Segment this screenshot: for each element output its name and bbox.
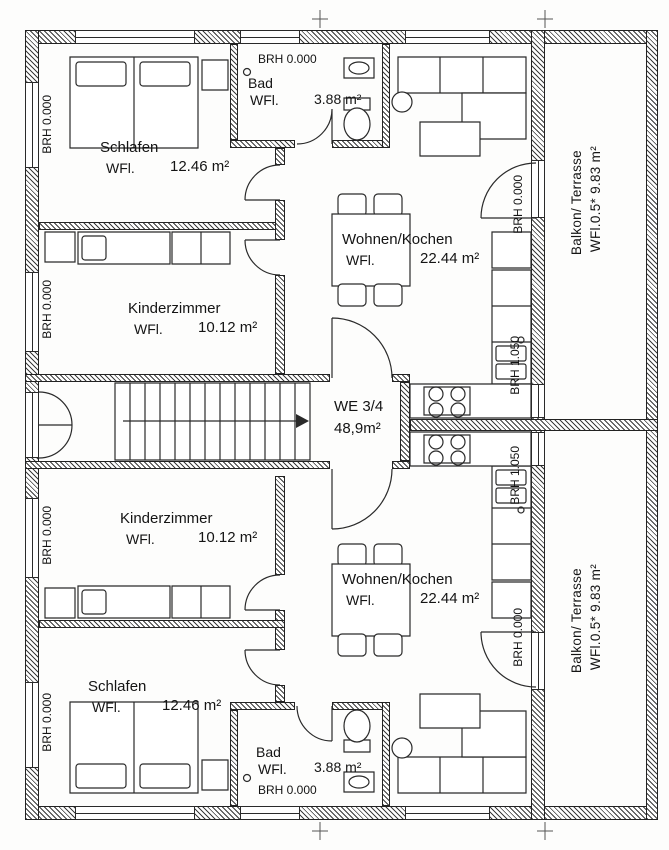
dining-set-bottom [332, 544, 410, 656]
sill-label-kitchen-top: BRH 1.050 [508, 336, 522, 395]
sofa-bottom [392, 711, 526, 793]
dimension-ticks [312, 10, 553, 840]
bad-bottom-area: 3.88 m² [314, 759, 362, 775]
balcony-top-name: Balkon/ Terrasse [569, 150, 584, 256]
bath-top-wall-left [230, 44, 238, 140]
stairwell-kitchen-wall [400, 382, 410, 461]
kinder-bottom-furniture [45, 586, 230, 618]
stove-bottom [410, 432, 531, 466]
sill-label-schlafen-bottom: BRH 0.000 [40, 693, 54, 752]
window-top-wohnen [405, 30, 490, 44]
door-arc-schlafen-bottom [245, 650, 280, 685]
stairwell-wall-lower-a [25, 461, 330, 469]
window-bottom-schlafen [75, 806, 195, 820]
kitchen-window-top [531, 384, 545, 418]
kinder-top-area: 10.12 m² [198, 319, 258, 336]
wohnen-bottom-area: 22.44 m² [420, 590, 480, 607]
party-wall-kitchen-balcony-divider [410, 419, 658, 431]
kitchen-counter-bottom [492, 466, 531, 618]
door-arc-schlafen-top [245, 165, 280, 200]
double-bed-top [70, 57, 198, 148]
bad-bottom-wfl: WFl. [258, 761, 287, 777]
wohnen-top-wfl: WFl. [346, 252, 375, 268]
bath-bottom-wall-right [382, 702, 390, 806]
wall-schlafen-kinder-bottom [39, 620, 285, 628]
bath-top-wall-bottom-a [230, 140, 295, 148]
bad-bottom-name: Bad [256, 744, 281, 760]
sill-label-balcony-door-top: BRH 0.000 [511, 175, 525, 234]
door-arc-main-entrance [39, 392, 72, 458]
kinder-bottom-name: Kinderzimmer [120, 510, 213, 527]
bath-top-wall-right [382, 44, 390, 148]
sill-label-kinder-bottom: BRH 0.000 [40, 506, 54, 565]
double-bed-bottom [70, 702, 198, 793]
stairwell-area-label: 48,9m² [334, 420, 381, 437]
dining-set-top [332, 194, 410, 306]
schlafen-bottom-name: Schlafen [88, 678, 147, 695]
schlafen-top-wfl: WFl. [106, 160, 135, 176]
door-arc-balcony-bottom [481, 632, 536, 687]
sill-label-kitchen-bottom: BRH 1.050 [508, 446, 522, 505]
kinder-bottom-area: 10.12 m² [198, 529, 258, 546]
balcony-top-detail: WFl.0.5* 9.83 m² [588, 146, 603, 253]
window-kinder-bottom [25, 498, 39, 578]
window-top-bad [240, 30, 300, 44]
bath-bottom-wall-left [230, 710, 238, 806]
door-arc-kinder-top [245, 240, 280, 275]
schlafen-bottom-area: 12.46 m² [162, 697, 222, 714]
wc-bottom [344, 710, 370, 752]
schlafen-top-name: Schlafen [100, 139, 159, 156]
bad-top-area: 3.88 m² [314, 91, 362, 107]
window-schlafen-top [25, 82, 39, 168]
coffee-table-bottom [420, 694, 480, 728]
sill-label-bad-bottom: BRH 0.000 [258, 783, 317, 797]
door-arc-apartment-top-entry [332, 318, 392, 378]
kinder-bottom-wfl: WFl. [126, 531, 155, 547]
door-arc-balcony-top [481, 163, 536, 218]
wohnen-bottom-name: Wohnen/Kochen [342, 571, 453, 588]
nightstand-top [202, 60, 228, 90]
nightstand-bottom [202, 760, 228, 790]
stairwell-unit-label: WE 3/4 [334, 398, 384, 415]
bad-top-wfl: WFl. [250, 92, 279, 108]
window-schlafen-bottom [25, 682, 39, 768]
balcony-bottom-detail: WFl.0.5* 9.83 m² [588, 564, 603, 671]
door-arc-apartment-bottom-entry [332, 469, 392, 529]
entrance-door-threshold [25, 392, 39, 458]
sill-label-balcony-door-bottom: BRH 0.000 [511, 608, 525, 667]
door-arc-bad-top [297, 109, 332, 144]
balcony-door-bottom-threshold [531, 632, 545, 690]
schlafen-bottom-wfl: WFl. [92, 699, 121, 715]
window-kinder-top [25, 272, 39, 352]
washbasin-bottom [244, 772, 375, 792]
wc-top [344, 98, 370, 140]
kinder-top-furniture [45, 232, 230, 264]
stove-top [410, 384, 531, 418]
wohnen-top-name: Wohnen/Kochen [342, 231, 453, 248]
kinder-top-name: Kinderzimmer [128, 300, 221, 317]
bad-top-name: Bad [248, 75, 273, 91]
window-top-schlafen [75, 30, 195, 44]
sill-label-schlafen-top: BRH 0.000 [40, 95, 54, 154]
coffee-table-top [420, 122, 480, 156]
kinder-top-wfl: WFl. [134, 321, 163, 337]
sill-label-bad-top: BRH 0.000 [258, 52, 317, 66]
door-arc-bad-bottom [297, 706, 332, 741]
stair-direction-arrow [123, 414, 309, 428]
balcony-door-top-threshold [531, 160, 545, 218]
stairwell-wall-upper-a [25, 374, 330, 382]
window-bottom-wohnen [405, 806, 490, 820]
wohnen-top-area: 22.44 m² [420, 250, 480, 267]
door-arc-kinder-bottom [245, 575, 280, 610]
wohnen-bottom-wfl: WFl. [346, 592, 375, 608]
schlafen-top-area: 12.46 m² [170, 158, 230, 175]
window-bottom-bad [240, 806, 300, 820]
sill-label-kinder-top: BRH 0.000 [40, 280, 54, 339]
bath-bottom-wall-top-a [230, 702, 295, 710]
washbasin-top [244, 58, 375, 78]
balcony-bottom-name: Balkon/ Terrasse [569, 568, 584, 674]
